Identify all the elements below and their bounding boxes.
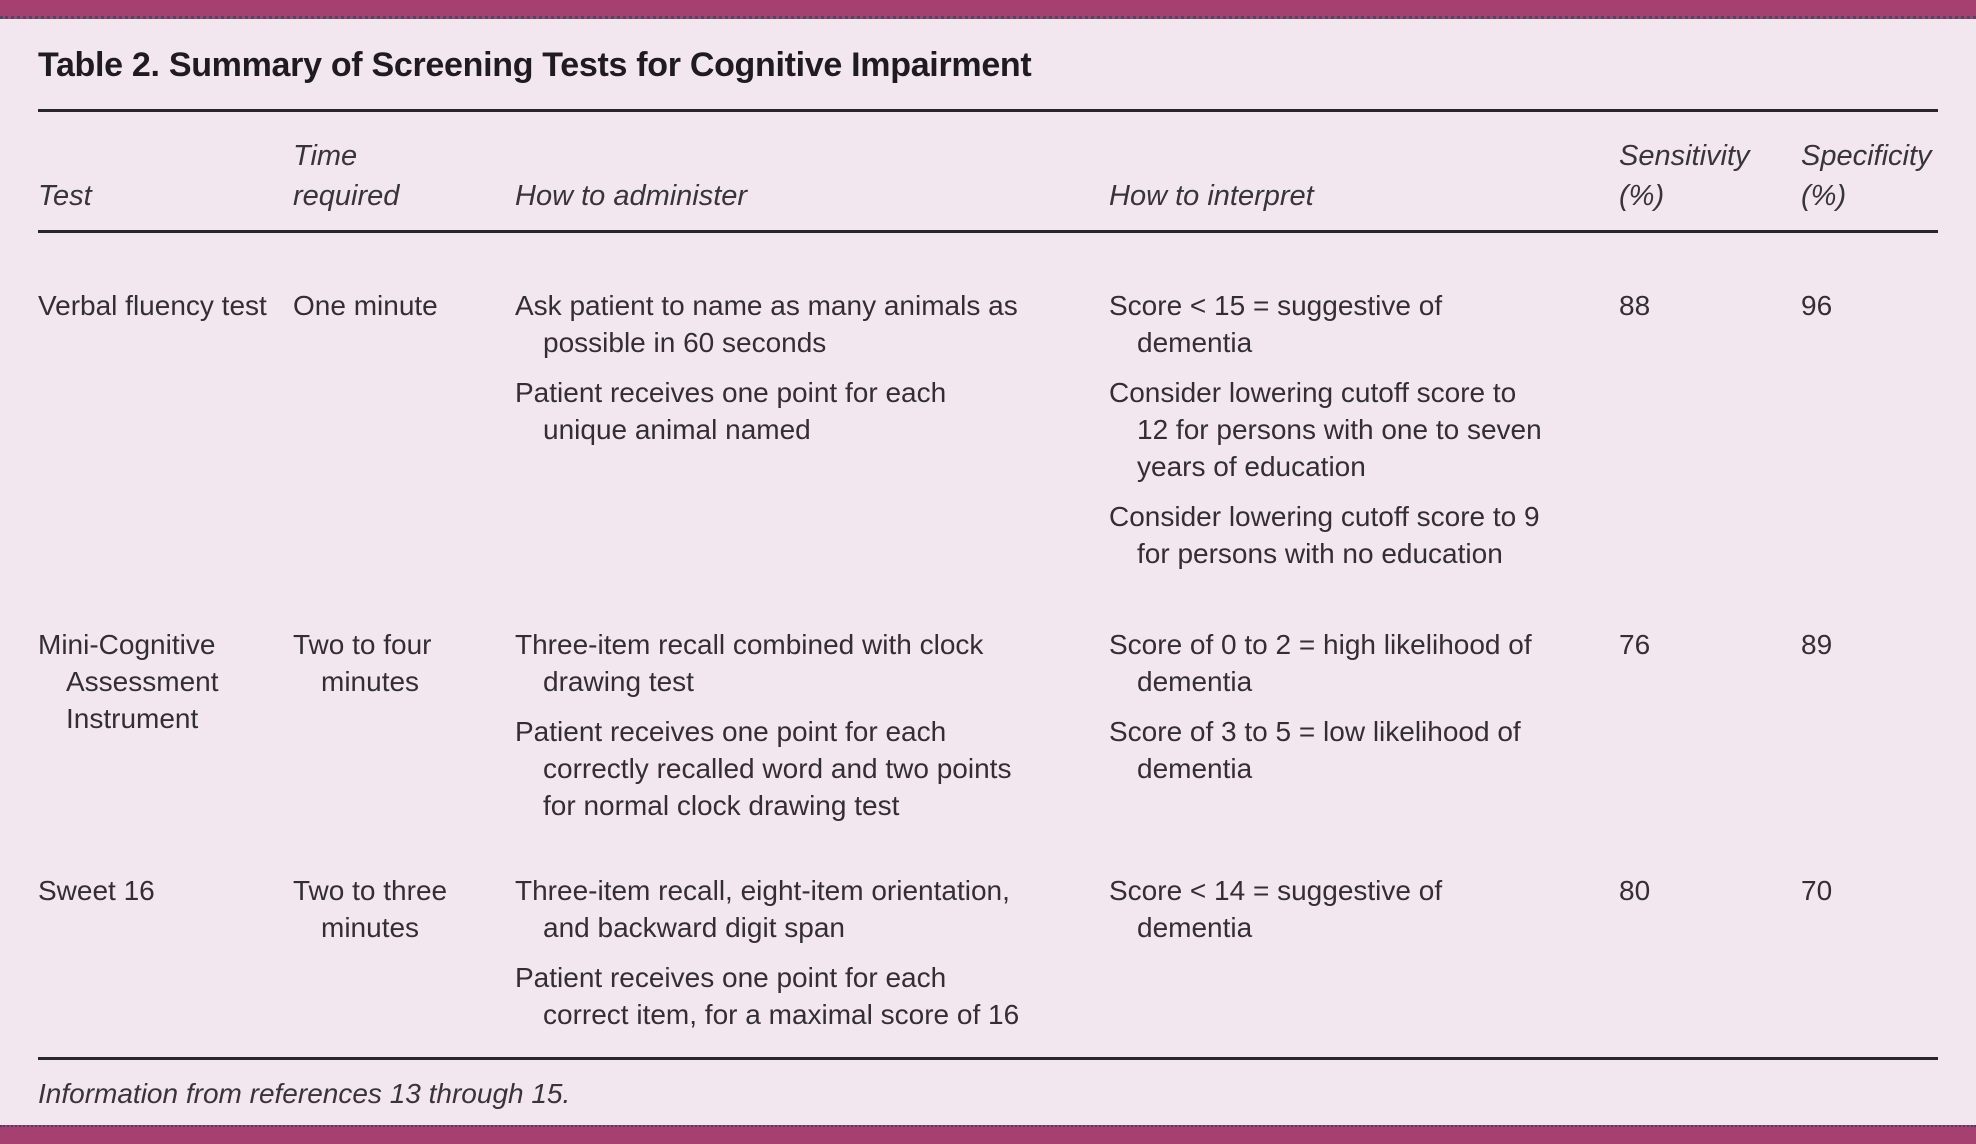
col-header-specificity-line1: Specificity bbox=[1801, 140, 1932, 172]
col-header-time-required: Time required bbox=[293, 112, 515, 233]
col-header-sensitivity: Sensitivity (%) bbox=[1619, 112, 1801, 233]
cell-time-required: One minute bbox=[293, 232, 515, 573]
col-header-sensitivity-line1: Sensitivity bbox=[1619, 140, 1750, 172]
col-header-sensitivity-line2: (%) bbox=[1619, 180, 1665, 212]
table-row-mini-cognitive: Mini-Cognitive Assessment Instrument Two… bbox=[38, 572, 1938, 824]
interpret-paragraph: Consider lowering cutoff score to 12 for… bbox=[1109, 377, 1542, 482]
test-name: Sweet 16 bbox=[38, 875, 155, 906]
col-header-time-line2: required bbox=[293, 180, 400, 212]
time-required: Two to four minutes bbox=[293, 629, 432, 697]
cell-specificity-value: 89 bbox=[1801, 629, 1833, 660]
administer-paragraph: Patient receives one point for each corr… bbox=[515, 716, 1012, 821]
table-row-verbal-fluency: Verbal fluency test One minute Ask patie… bbox=[38, 232, 1938, 573]
cell-how-to-administer: Ask patient to name as many animals as p… bbox=[515, 232, 1109, 573]
col-header-how-to-interpret: How to interpret bbox=[1109, 112, 1619, 233]
interpret-paragraph: Score of 3 to 5 = low likelihood of deme… bbox=[1109, 716, 1521, 784]
time-required: One minute bbox=[293, 290, 438, 321]
footer-rule bbox=[38, 1057, 1938, 1060]
administer-paragraph: Ask patient to name as many animals as p… bbox=[515, 290, 1018, 358]
top-accent-bar bbox=[0, 0, 1976, 19]
interpret-paragraph: Consider lowering cutoff score to 9 for … bbox=[1109, 501, 1540, 569]
cell-specificity-value: 70 bbox=[1801, 875, 1833, 906]
cell-test-name: Mini-Cognitive Assessment Instrument bbox=[38, 572, 293, 824]
cell-sensitivity-value: 80 bbox=[1619, 875, 1651, 906]
cell-how-to-interpret: Score < 15 = suggestive of dementia Cons… bbox=[1109, 232, 1619, 573]
test-name: Mini-Cognitive Assessment Instrument bbox=[38, 629, 219, 734]
cell-how-to-interpret: Score < 14 = suggestive of dementia bbox=[1109, 824, 1619, 1057]
col-header-interpret-label: How to interpret bbox=[1109, 180, 1314, 212]
col-header-specificity-line2: (%) bbox=[1801, 180, 1847, 212]
administer-paragraph: Three-item recall, eight-item orientatio… bbox=[515, 875, 1010, 943]
title-rule bbox=[38, 109, 1938, 112]
administer-paragraph: Patient receives one point for each uniq… bbox=[515, 377, 947, 445]
cell-specificity-value: 96 bbox=[1801, 290, 1833, 321]
cell-sensitivity-value: 76 bbox=[1619, 629, 1651, 660]
header-row: Test Time required How to administer How… bbox=[38, 112, 1938, 233]
col-header-how-to-administer: How to administer bbox=[515, 112, 1109, 233]
cell-test-name: Sweet 16 bbox=[38, 824, 293, 1057]
source-note: Information from references 13 through 1… bbox=[38, 1078, 571, 1109]
cell-how-to-interpret: Score of 0 to 2 = high likelihood of dem… bbox=[1109, 572, 1619, 824]
cell-time-required: Two to three minutes bbox=[293, 824, 515, 1057]
interpret-paragraph: Score < 14 = suggestive of dementia bbox=[1109, 875, 1443, 943]
administer-paragraph: Three-item recall combined with clock dr… bbox=[515, 629, 984, 697]
cell-how-to-administer: Three-item recall combined with clock dr… bbox=[515, 572, 1109, 824]
cell-test-name: Verbal fluency test bbox=[38, 232, 293, 573]
col-header-administer-label: How to administer bbox=[515, 180, 748, 212]
table-row-sweet-16: Sweet 16 Two to three minutes Three-item… bbox=[38, 824, 1938, 1057]
col-header-test: Test bbox=[38, 112, 293, 233]
administer-paragraph: Patient receives one point for each corr… bbox=[515, 962, 1020, 1030]
interpret-paragraph: Score of 0 to 2 = high likelihood of dem… bbox=[1109, 629, 1532, 697]
cell-how-to-administer: Three-item recall, eight-item orientatio… bbox=[515, 824, 1109, 1057]
col-header-time-line1: Time bbox=[293, 140, 358, 172]
screening-tests-table: Test Time required How to administer How… bbox=[38, 112, 1938, 1057]
cell-sensitivity-value: 88 bbox=[1619, 290, 1651, 321]
table-title: Table 2. Summary of Screening Tests for … bbox=[38, 46, 1032, 84]
cell-time-required: Two to four minutes bbox=[293, 572, 515, 824]
col-header-specificity: Specificity (%) bbox=[1801, 112, 1938, 233]
interpret-paragraph: Score < 15 = suggestive of dementia bbox=[1109, 290, 1443, 358]
time-required: Two to three minutes bbox=[293, 875, 448, 943]
col-header-test-label: Test bbox=[38, 180, 92, 212]
bottom-accent-bar bbox=[0, 1125, 1976, 1144]
test-name: Verbal fluency test bbox=[38, 290, 267, 321]
